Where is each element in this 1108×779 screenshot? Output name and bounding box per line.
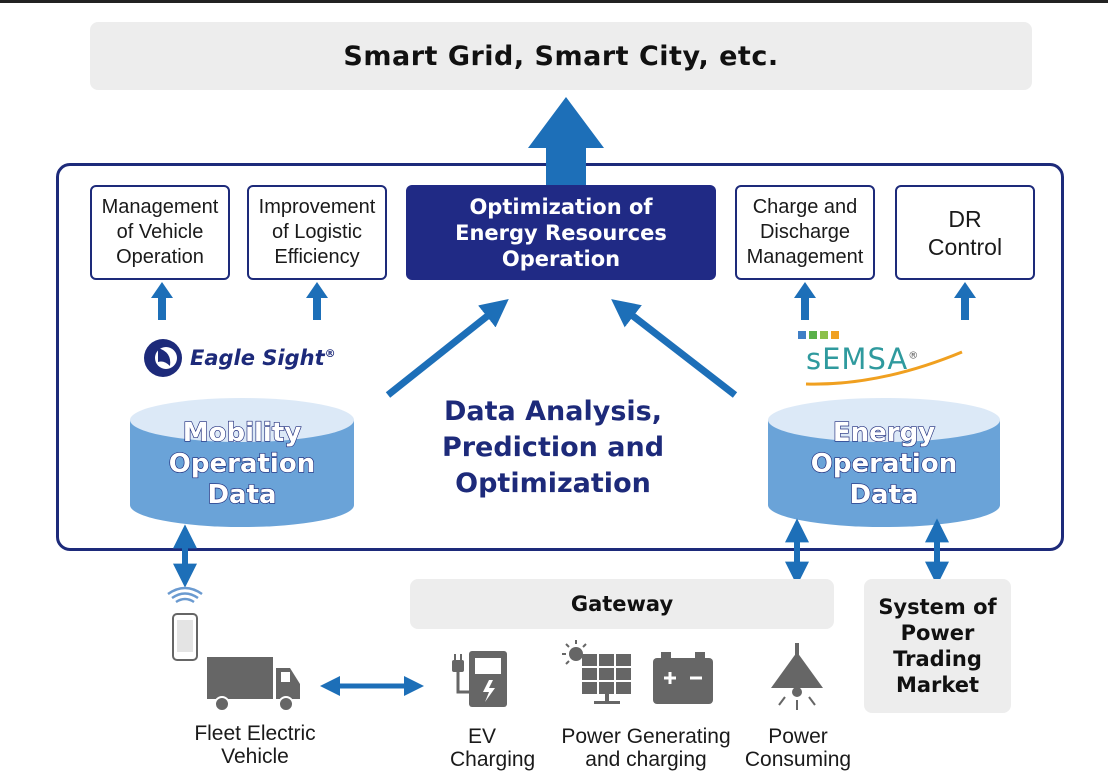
- mobility-data-label-wrap: Mobility Operation Data: [130, 417, 354, 518]
- semsa-squares-icon: [798, 331, 839, 339]
- analysis-caption: Data Analysis, Prediction and Optimizati…: [408, 394, 698, 504]
- energy-data-label: Energy Operation Data: [810, 417, 958, 510]
- diagonal-arrow-right: [611, 299, 738, 398]
- up-arrow-logistic: [306, 282, 328, 320]
- semsa-logo: sEMSA®: [806, 342, 966, 376]
- fleet-vehicle-label: Fleet Electric Vehicle: [180, 722, 330, 768]
- top-banner-title: Smart Grid, Smart City, etc.: [343, 40, 779, 72]
- top-banner: Smart Grid, Smart City, etc.: [90, 22, 1032, 90]
- energy-database-cylinder: [768, 398, 1000, 527]
- ev-charging-label: EV Charging: [432, 725, 536, 771]
- semsa-logo-text: sEMSA: [806, 342, 909, 376]
- eagle-sight-registered-mark: ®: [324, 347, 336, 360]
- up-arrow-charge: [794, 282, 816, 320]
- power-trading-market-box: System of Power Trading Market: [864, 579, 1011, 713]
- ev-charger-icon: [452, 651, 507, 707]
- power-generating-text: Power Generating and charging: [561, 725, 731, 771]
- ceiling-lamp-icon: [771, 643, 823, 710]
- power-consuming-text: Power Consuming: [744, 725, 852, 771]
- vehicle-operation-box: Management of Vehicle Operation: [90, 185, 230, 280]
- charge-discharge-box: Charge and Discharge Management: [735, 185, 875, 280]
- charge-discharge-label: Charge and Discharge Management: [746, 196, 864, 268]
- vehicle-operation-label: Management of Vehicle Operation: [101, 196, 219, 268]
- power-trading-market-label: System of Power Trading Market: [878, 595, 997, 697]
- ev-charging-text: EV Charging: [450, 725, 536, 771]
- battery-icon: [653, 652, 713, 704]
- up-arrow-vehicle: [151, 282, 173, 320]
- up-arrow-dr: [954, 282, 976, 320]
- smartphone-wifi-icon: [167, 586, 203, 661]
- eagle-sight-logo: Eagle Sight®: [190, 346, 350, 374]
- semsa-registered-mark: ®: [908, 350, 920, 362]
- logistic-efficiency-box: Improvement of Logistic Efficiency: [247, 185, 387, 280]
- diagonal-arrow-left: [385, 299, 509, 398]
- semsa-swoosh-icon: [805, 350, 963, 386]
- eagle-sight-logo-text: Eagle Sight: [190, 346, 325, 370]
- gateway-box: Gateway: [410, 579, 834, 629]
- power-generating-label: Power Generating and charging: [550, 725, 742, 771]
- eagle-sight-emblem-icon: [144, 339, 182, 377]
- dr-control-box: DR Control: [895, 185, 1035, 280]
- top-border-line: [0, 0, 1108, 3]
- analysis-caption-text: Data Analysis, Prediction and Optimizati…: [441, 396, 665, 499]
- optimization-box: Optimization of Energy Resources Operati…: [406, 185, 716, 280]
- gateway-label: Gateway: [570, 592, 674, 616]
- main-up-arrow: [528, 97, 604, 186]
- power-consuming-label: Power Consuming: [737, 725, 859, 771]
- dr-control-label: DR Control: [927, 205, 1003, 260]
- energy-data-label-wrap: Energy Operation Data: [768, 417, 1000, 518]
- solar-panel-icon: [562, 640, 631, 704]
- function-up-arrows: [151, 282, 976, 320]
- electric-truck-icon: [207, 657, 300, 712]
- fleet-vehicle-text: Fleet Electric Vehicle: [194, 722, 316, 768]
- mobility-database-cylinder: [130, 398, 354, 527]
- optimization-label: Optimization of Energy Resources Operati…: [455, 194, 667, 271]
- logistic-efficiency-label: Improvement of Logistic Efficiency: [258, 196, 376, 268]
- mobility-data-label: Mobility Operation Data: [168, 417, 316, 510]
